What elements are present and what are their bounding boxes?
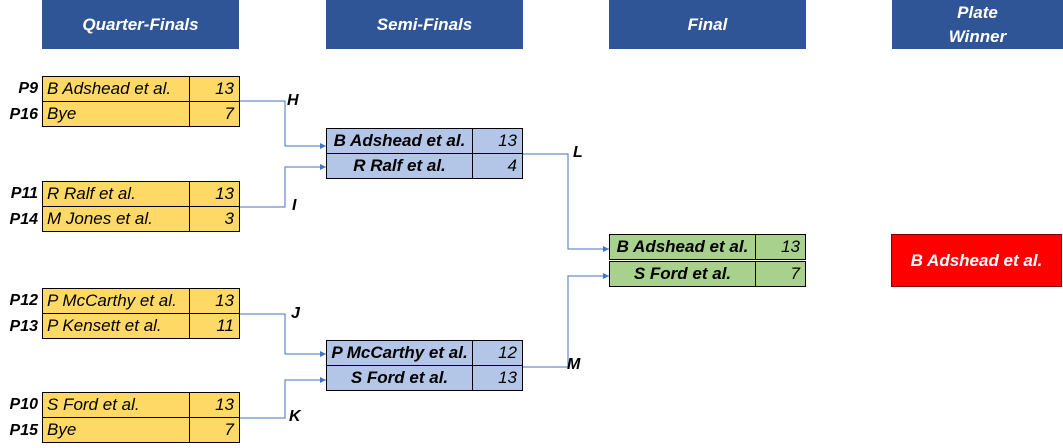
- connector-l: [523, 153, 609, 250]
- team-name: P McCarthy et al.: [327, 341, 473, 365]
- arrowhead-i: [320, 164, 326, 170]
- team-score: 3: [224, 209, 234, 228]
- header-final: Final: [609, 0, 806, 49]
- team-name: M Jones et al.: [43, 207, 190, 231]
- team-score: 13: [215, 291, 234, 310]
- team-name: R Ralf et al.: [327, 154, 473, 178]
- team-score: 11: [216, 316, 234, 335]
- sf-entry: P McCarthy et al. 12: [326, 340, 523, 366]
- connector-i: [240, 166, 326, 208]
- team-score: 7: [224, 104, 234, 123]
- header-plate-line2: Winner: [948, 26, 1007, 46]
- team-name: S Ford et al.: [610, 262, 756, 286]
- team-score: 13: [498, 131, 517, 150]
- arrowhead-k: [320, 377, 326, 383]
- connector-k: [240, 379, 326, 419]
- sf-entry: B Adshead et al. 13: [326, 128, 523, 154]
- qf-entry: M Jones et al. 3: [42, 206, 240, 232]
- header-plate-winner: Plate Winner: [892, 0, 1063, 49]
- final-entry: B Adshead et al. 13: [609, 234, 806, 260]
- seed-label: P11: [10, 185, 38, 202]
- qf-entry: S Ford et al. 13: [42, 392, 240, 418]
- seed-label: P15: [9, 422, 38, 439]
- team-name: B Adshead et al.: [327, 129, 473, 153]
- team-score: 13: [498, 368, 517, 387]
- sf-entry: S Ford et al. 13: [326, 365, 523, 391]
- qf-entry: Bye 7: [42, 101, 240, 127]
- header-plate-line1: Plate: [957, 2, 998, 22]
- match-label-i: I: [292, 197, 297, 214]
- match-label-h: H: [287, 92, 299, 109]
- team-score: 7: [224, 420, 234, 439]
- qf-entry: P Kensett et al. 11: [42, 313, 240, 339]
- team-score: 13: [215, 184, 234, 203]
- connector-h: [240, 100, 326, 147]
- match-label-l: L: [573, 144, 583, 161]
- connector-m: [523, 275, 609, 368]
- team-score: 13: [215, 79, 234, 98]
- seed-label: P14: [9, 211, 38, 228]
- arrowhead-h: [320, 143, 326, 149]
- team-name: S Ford et al.: [43, 393, 190, 417]
- team-name: P Kensett et al.: [43, 314, 190, 338]
- connector-j: [240, 313, 326, 355]
- header-semi-finals: Semi-Finals: [326, 0, 523, 49]
- final-entry: S Ford et al. 7: [609, 261, 806, 287]
- seed-label: P16: [9, 106, 38, 123]
- seed-label: P12: [9, 292, 38, 309]
- seed-label: P13: [9, 318, 38, 335]
- seed-label: P9: [18, 80, 38, 97]
- match-label-k: K: [289, 408, 301, 425]
- team-score: 13: [781, 237, 800, 256]
- qf-entry: Bye 7: [42, 417, 240, 443]
- team-name: B Adshead et al.: [610, 235, 756, 259]
- match-label-j: J: [291, 305, 300, 322]
- qf-entry: P McCarthy et al. 13: [42, 288, 240, 314]
- arrowhead-l: [603, 246, 609, 252]
- team-score: 12: [498, 343, 517, 362]
- qf-entry: B Adshead et al. 13: [42, 76, 240, 102]
- team-name: B Adshead et al.: [43, 77, 190, 101]
- header-quarter-finals: Quarter-Finals: [42, 0, 239, 49]
- qf-entry: R Ralf et al. 13: [42, 181, 240, 207]
- team-score: 7: [790, 264, 800, 283]
- arrowhead-j: [320, 351, 326, 357]
- arrowhead-m: [603, 273, 609, 279]
- team-name: S Ford et al.: [327, 366, 473, 390]
- team-score: 13: [215, 395, 234, 414]
- plate-winner-box: B Adshead et al.: [891, 234, 1062, 287]
- team-score: 4: [507, 156, 517, 175]
- team-name: Bye: [43, 102, 190, 126]
- team-name: P McCarthy et al.: [43, 289, 190, 313]
- match-label-m: M: [567, 356, 581, 373]
- team-name: R Ralf et al.: [43, 182, 190, 206]
- team-name: Bye: [43, 418, 190, 442]
- seed-label: P10: [9, 396, 38, 413]
- sf-entry: R Ralf et al. 4: [326, 153, 523, 179]
